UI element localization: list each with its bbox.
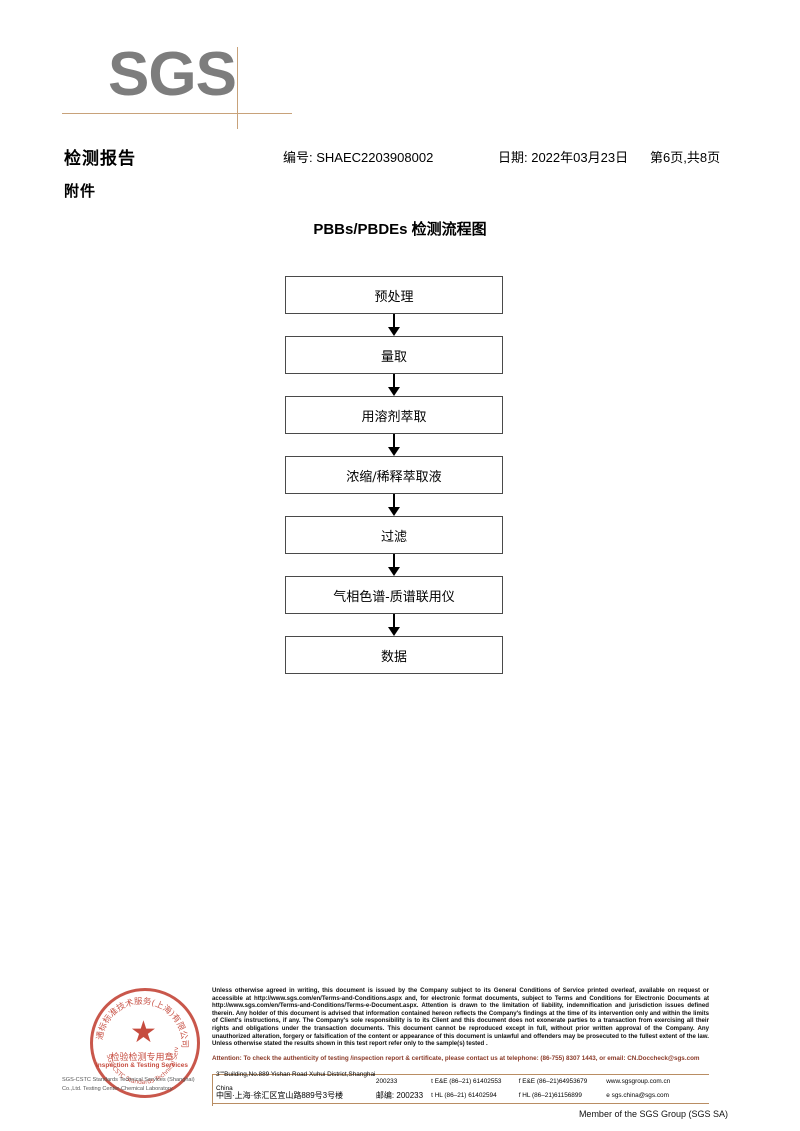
flow-arrow-icon	[285, 434, 503, 456]
flow-step-box: 用溶剂萃取	[285, 396, 503, 434]
email-link[interactable]: e sgs.china@sgs.com	[606, 1092, 669, 1099]
page-indicator: 第6页,共8页	[650, 150, 721, 165]
flow-step-box: 浓缩/稀释萃取液	[285, 456, 503, 494]
report-number: 编号: SHAEC2203908002	[283, 150, 434, 165]
flow-arrow-icon	[285, 614, 503, 636]
flow-step: 气相色谱-质谱联用仪	[285, 576, 503, 614]
zip-en: 200233	[375, 1078, 398, 1085]
stamp-arc-text: 通标标准技术服务(上海)有限公司 SGS-CSTC Standards Tech…	[90, 988, 189, 1086]
flowchart-title: PBBs/PBDEs 检测流程图	[313, 221, 487, 238]
flow-step-box: 数据	[285, 636, 503, 674]
flow-step-box: 气相色谱-质谱联用仪	[285, 576, 503, 614]
flow-step: 用溶剂萃取	[285, 396, 503, 434]
flow-step-box: 预处理	[285, 276, 503, 314]
legal-disclaimer: Unless otherwise agreed in writing, this…	[212, 987, 709, 1048]
flow-step: 浓缩/稀释萃取液	[285, 456, 503, 494]
flow-step: 预处理	[285, 276, 503, 314]
sgs-logo: SGS	[62, 40, 358, 129]
flow-step: 过滤	[285, 516, 503, 554]
company-legal-name: SGS-CSTC Standards Technical Services (S…	[62, 1077, 195, 1092]
flow-arrow-icon	[285, 494, 503, 516]
stamp-ring	[90, 988, 200, 1098]
website-link[interactable]: www.sgsgroup.com.cn	[606, 1078, 671, 1085]
stamp-en-text: Inspection & Testing Services	[96, 1062, 188, 1069]
flow-step: 量取	[285, 336, 503, 374]
address-top-rule	[212, 1074, 709, 1075]
address-left-rule	[212, 1074, 213, 1106]
flow-step-box: 量取	[285, 336, 503, 374]
zip-cn: 邮编: 200233	[375, 1091, 424, 1100]
flowchart: 预处理 量取 用溶剂萃取 浓缩/稀释萃取液 过滤 气相色谱-质谱联用仪	[285, 276, 503, 674]
page-subtitle: 附件	[64, 182, 97, 200]
flow-arrow-icon	[285, 554, 503, 576]
company-seal-stamp: 通标标准技术服务(上海)有限公司 SGS-CSTC Standards Tech…	[90, 988, 202, 1100]
flow-step: 数据	[285, 636, 503, 674]
address-cn: 中国·上海·徐汇区宜山路889号3号楼	[216, 1091, 344, 1100]
report-date: 日期: 2022年03月23日	[498, 150, 629, 165]
sgs-logo-text: SGS	[108, 40, 237, 109]
address-row-cn: 中国·上海·徐汇区宜山路889号3号楼 邮编: 200233 t HL (86–…	[216, 1089, 711, 1103]
flow-arrow-icon	[285, 314, 503, 336]
attention-notice: Attention: To check the authenticity of …	[212, 1055, 700, 1062]
logo-vertical-rule	[237, 47, 238, 129]
address-bottom-rule	[212, 1103, 709, 1104]
page-title: 检测报告	[64, 149, 136, 169]
sgs-group-member-note: Member of the SGS Group (SGS SA)	[578, 1109, 728, 1119]
stamp-mid-text: 检验检测专用章	[110, 1053, 174, 1063]
telephone-hl: t HL (86–21) 61402594	[431, 1092, 497, 1099]
stamp-star-icon: ★	[130, 1016, 157, 1049]
footer-address-grid: 3""Building,No.889 Yishan Road Xuhui Dis…	[216, 1071, 711, 1103]
address-en: 3""Building,No.889 Yishan Road Xuhui Dis…	[216, 1071, 376, 1092]
fax-hl: f HL (86–21)61156899	[518, 1092, 582, 1099]
fax-ee: f E&E (86–21)64953679	[518, 1078, 588, 1085]
telephone-ee: t E&E (86–21) 61402553	[431, 1078, 502, 1085]
flow-step-box: 过滤	[285, 516, 503, 554]
address-row-en: 3""Building,No.889 Yishan Road Xuhui Dis…	[216, 1071, 711, 1092]
logo-horizontal-rule	[62, 113, 292, 114]
flow-arrow-icon	[285, 374, 503, 396]
